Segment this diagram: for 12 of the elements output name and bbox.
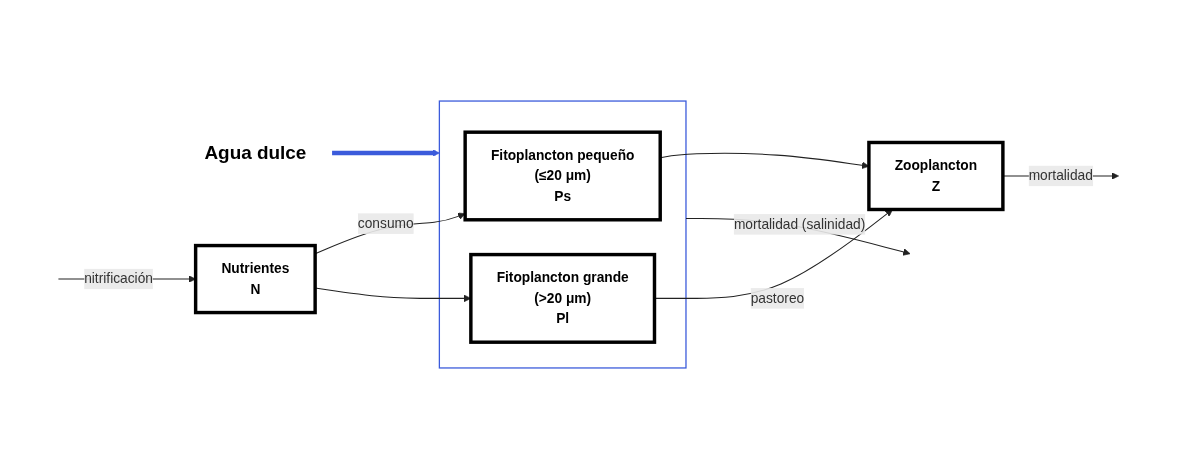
- edge-label: mortalidad (salinidad): [733, 216, 866, 232]
- arrow: [332, 149, 440, 157]
- node-box: Fitoplancton grande (>20 μm) Pl: [469, 252, 657, 344]
- edge-label: nitrificación: [84, 271, 153, 286]
- node-box: Fitoplancton pequeño (≤20 μm) Ps: [463, 130, 662, 222]
- cluster: [438, 100, 687, 369]
- node-text: Agua dulce: [204, 142, 307, 164]
- edge-label: pastoreo: [750, 290, 805, 306]
- node-box: Zooplancton Z: [867, 140, 1005, 212]
- edge-label: consumo: [357, 215, 414, 231]
- node-box: Nutrientes N: [193, 243, 317, 315]
- edge-label: mortalidad: [1028, 168, 1093, 183]
